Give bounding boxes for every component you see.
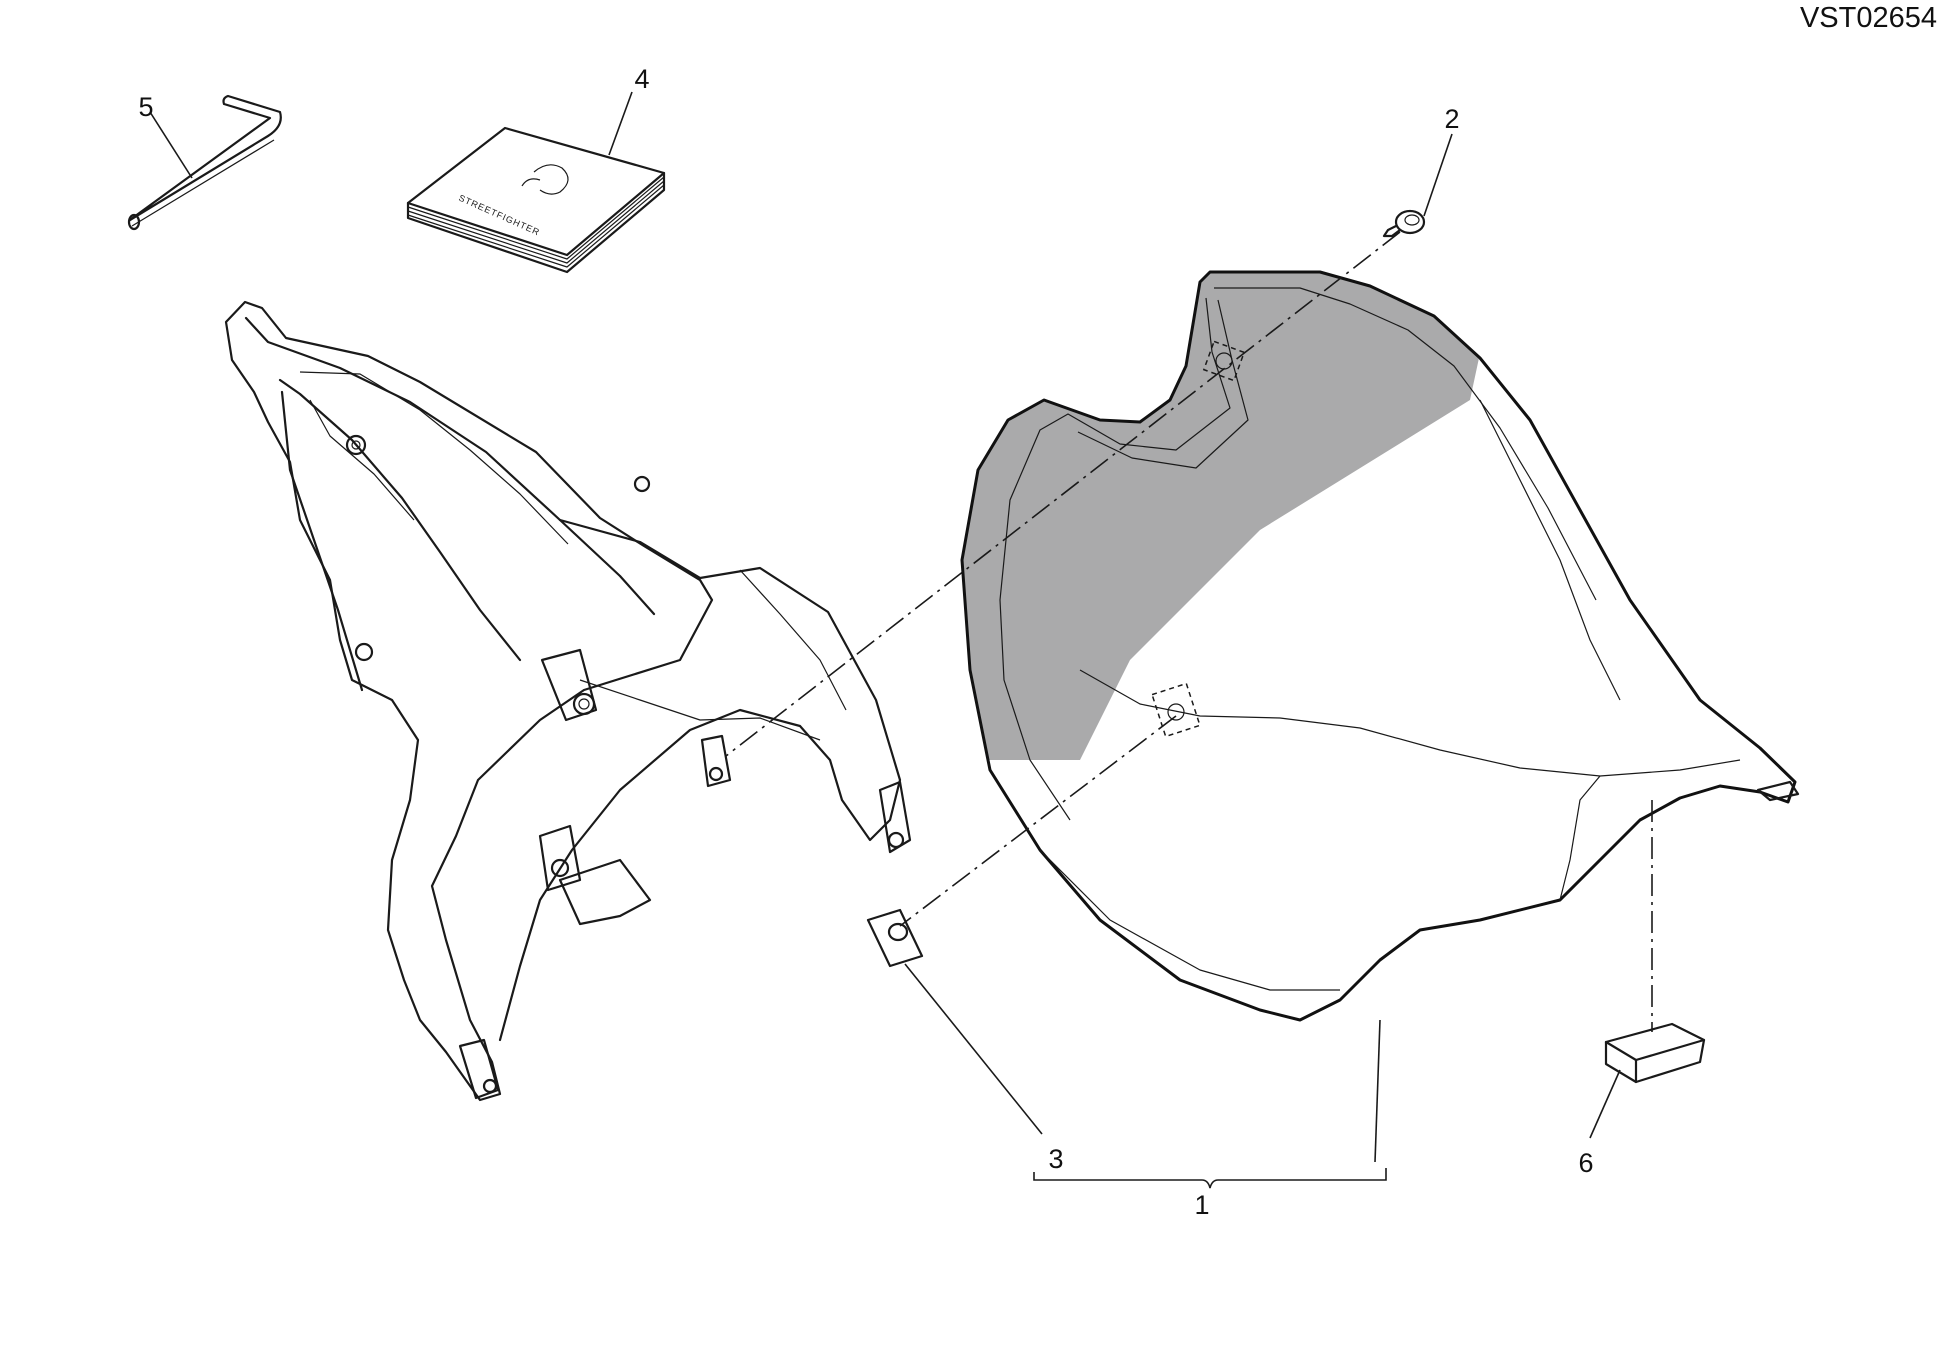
leader-5 <box>149 111 193 179</box>
callout-3: 3 <box>1048 1144 1063 1174</box>
clip-nut-part-3 <box>866 908 924 968</box>
callout-6: 6 <box>1578 1148 1593 1178</box>
leader-1 <box>1374 1019 1381 1163</box>
leader-2 <box>1423 133 1453 217</box>
callout-5: 5 <box>138 92 153 122</box>
drawing-code: VST02654 <box>1799 2 1937 34</box>
assembly-line-clip <box>899 715 1177 927</box>
hex-key-part-5 <box>127 94 282 231</box>
pad-part-6 <box>1604 1022 1706 1084</box>
callout-1: 1 <box>1194 1190 1209 1220</box>
screw-part-2 <box>1382 209 1426 238</box>
assembly-line-screw <box>725 231 1401 757</box>
leader-6 <box>1589 1069 1621 1139</box>
callout-2: 2 <box>1444 104 1459 134</box>
assembly-brace <box>1033 1168 1387 1189</box>
seat-part-1 <box>960 270 1800 1022</box>
leader-4 <box>608 91 633 156</box>
rear-subframe <box>224 300 912 1102</box>
manual-booklet-part-4: STREETFIGHTER <box>406 126 666 274</box>
callout-4: 4 <box>634 64 649 94</box>
leader-3 <box>904 963 1043 1135</box>
